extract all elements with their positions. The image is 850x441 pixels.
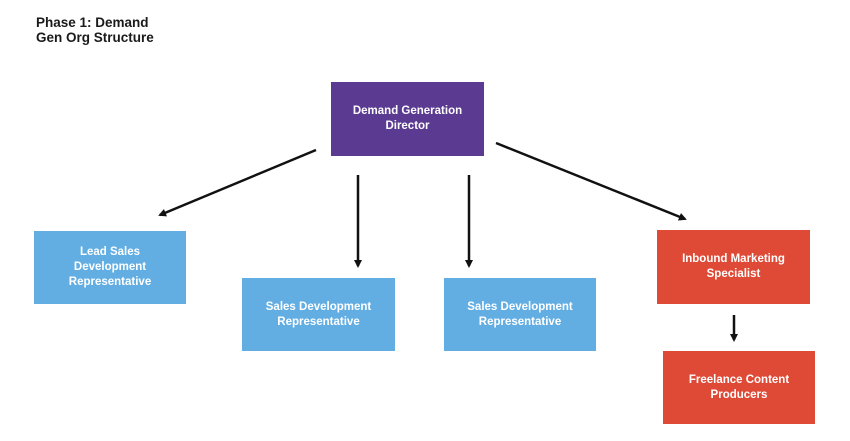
node-inbound-line-1: Inbound Marketing xyxy=(682,253,785,265)
diagram-title-line-1: Phase 1: Demand xyxy=(36,15,149,30)
node-freelance-content-producers: Freelance Content Producers xyxy=(663,351,815,424)
node-demand-generation-director: Demand Generation Director xyxy=(331,82,484,156)
node-sales-development-representative-2: Sales Development Representative xyxy=(444,278,596,351)
node-freelance-line-2: Producers xyxy=(710,388,768,401)
node-director-line-1: Demand Generation xyxy=(352,105,463,117)
node-inbound-marketing-specialist: Inbound Marketing Specialist xyxy=(657,230,810,304)
node-sdr-1-line-1: Sales Development xyxy=(265,300,372,313)
node-lead-sdr-line-1: Lead Sales xyxy=(79,246,141,258)
node-lead-sdr-line-2: Development xyxy=(73,261,147,273)
node-inbound-line-2: Specialist xyxy=(706,268,761,280)
node-lead-sales-development-representative: Lead Sales Development Representative xyxy=(34,231,186,304)
diagram-title: Phase 1: Demand Gen Org Structure xyxy=(36,15,236,45)
node-freelance-line-1: Freelance Content xyxy=(688,373,790,386)
arrow-director-to-inbound xyxy=(495,141,687,221)
arrow-director-to-lead-sdr xyxy=(158,148,317,217)
node-director-line-2: Director xyxy=(385,120,430,132)
node-sales-development-representative-1: Sales Development Representative xyxy=(242,278,395,351)
node-lead-sdr-line-3: Representative xyxy=(68,276,152,288)
node-sdr-2-line-1: Sales Development xyxy=(467,300,573,313)
node-sdr-2-line-2: Representative xyxy=(478,315,562,328)
diagram-title-line-2: Gen Org Structure xyxy=(36,30,154,45)
node-sdr-1-line-2: Representative xyxy=(277,315,360,328)
